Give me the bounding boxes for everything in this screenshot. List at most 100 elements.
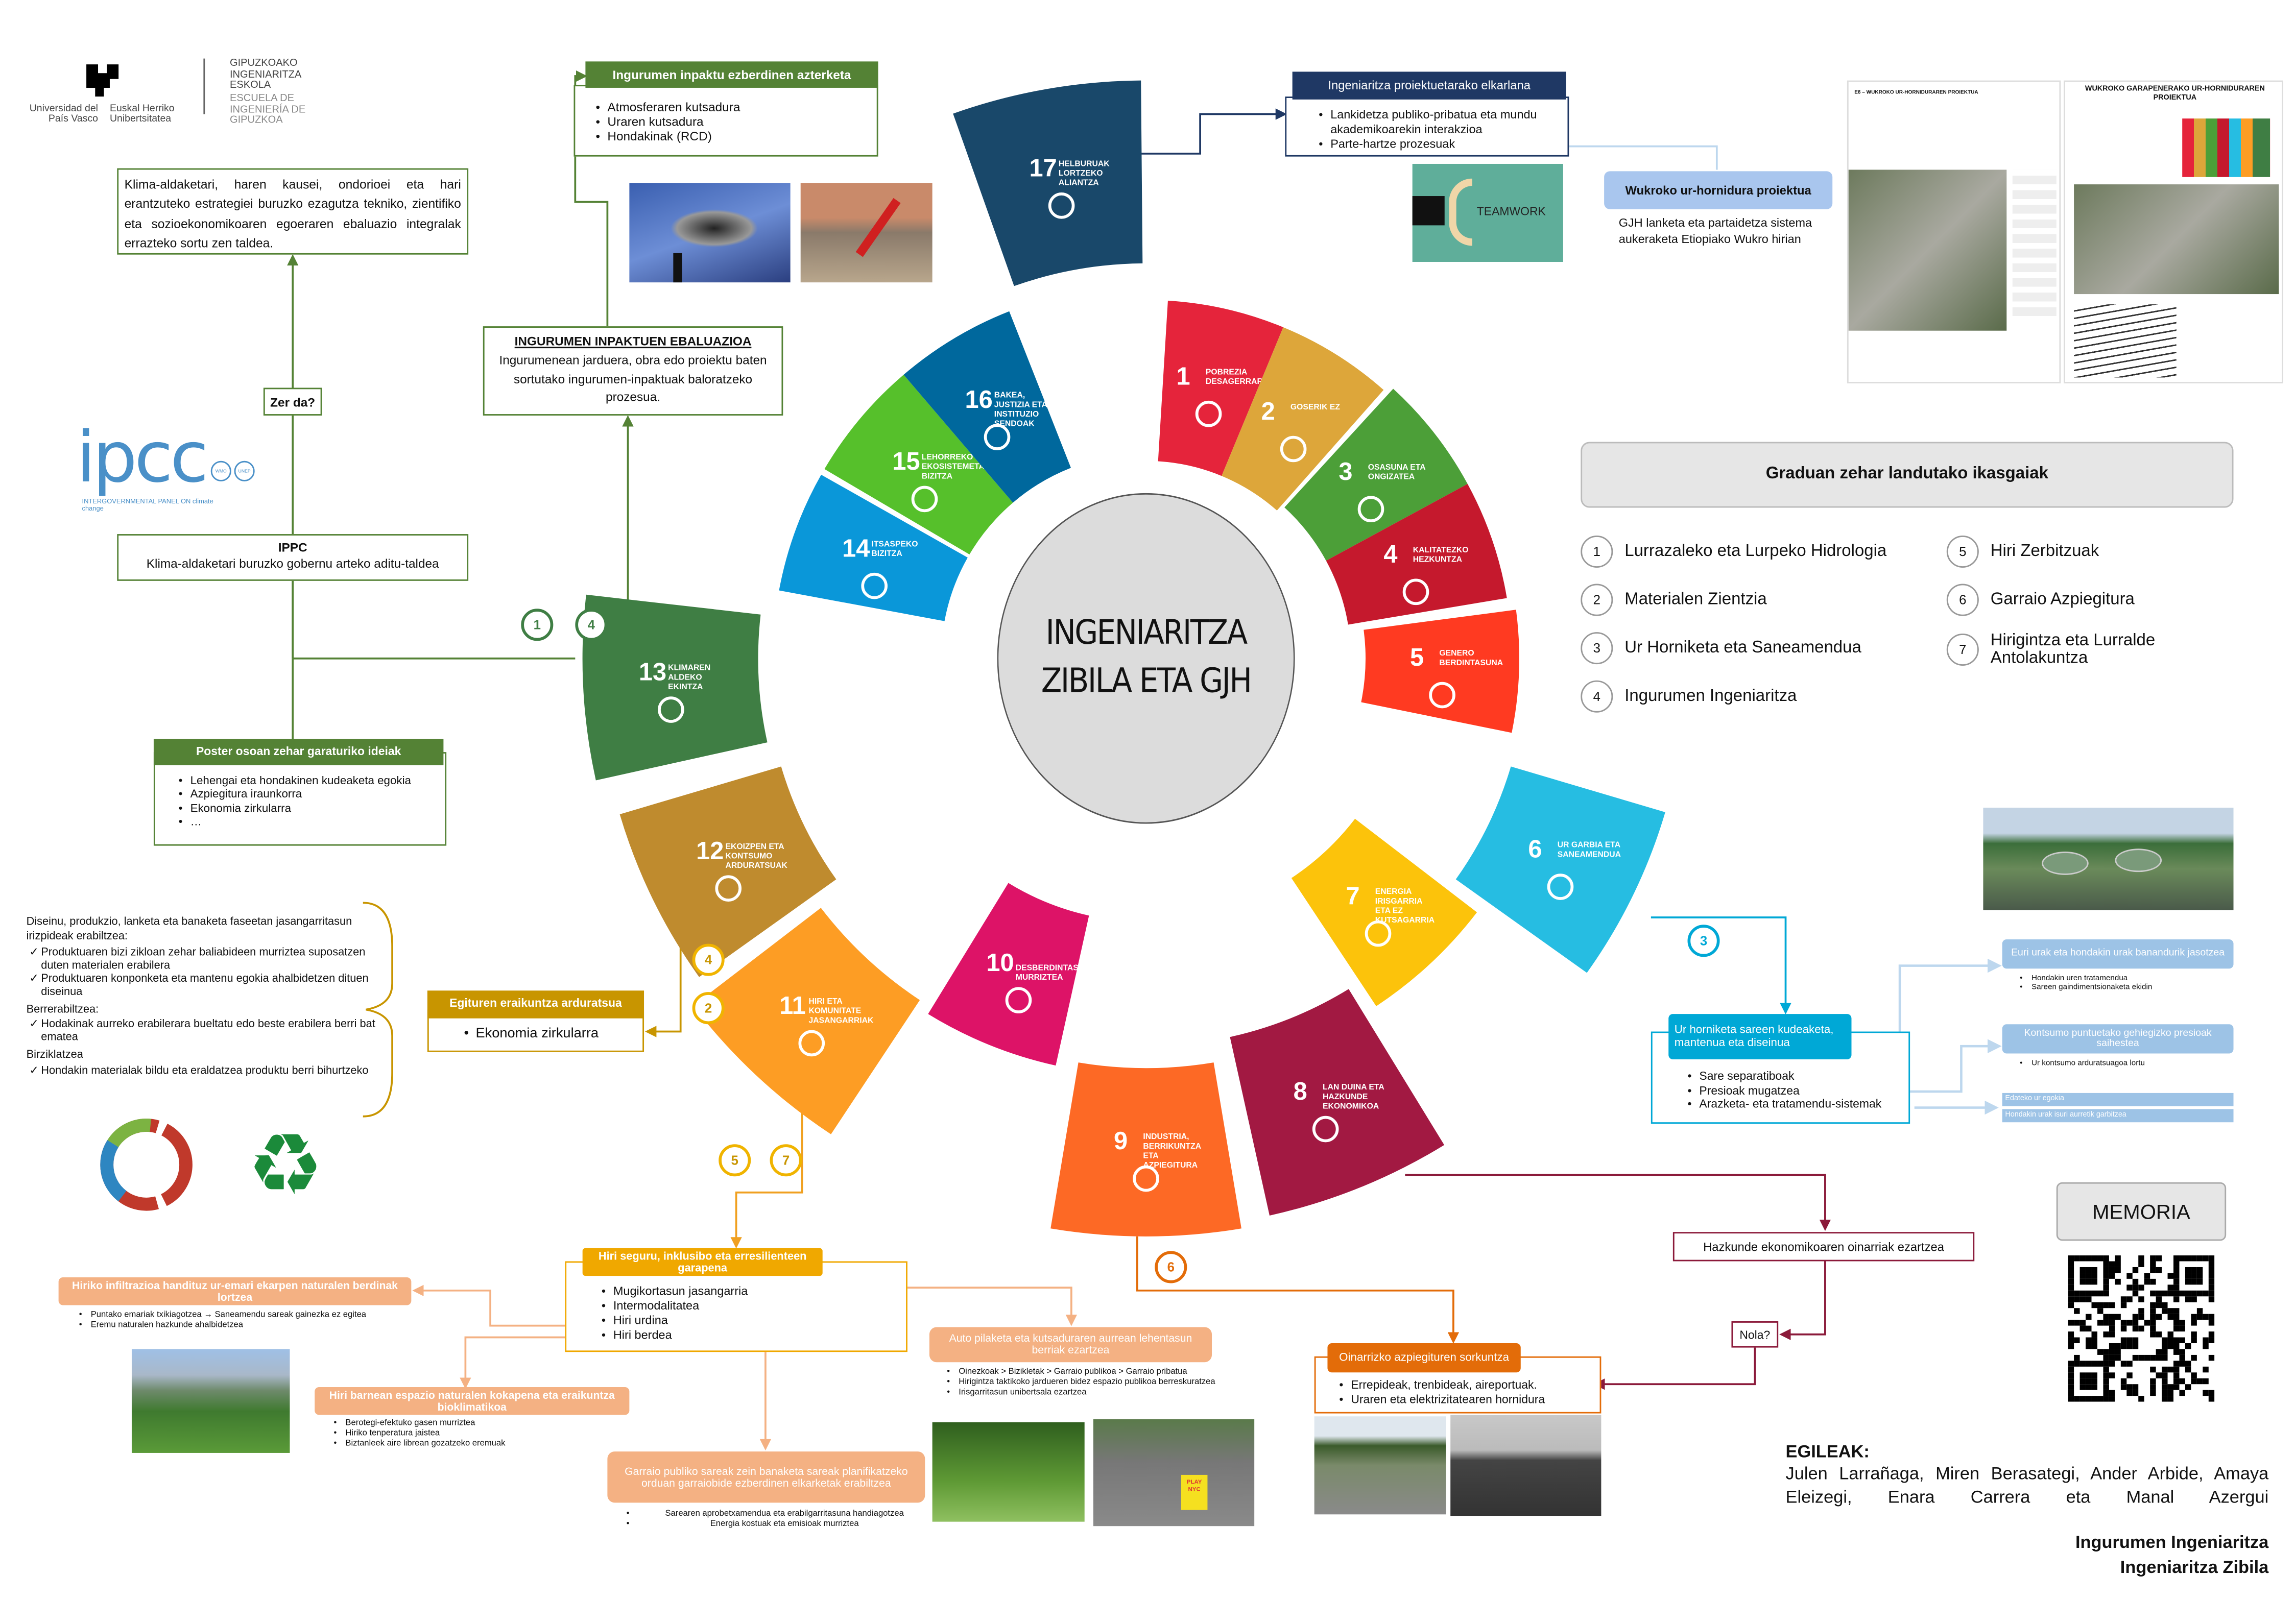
sdg-number: 14 (842, 535, 870, 562)
list-item: Lehengai eta hondakinen kudeaketa egokia (179, 774, 445, 788)
city-park-photo (131, 1349, 290, 1453)
subject-number: 6 (1946, 584, 1979, 616)
infiltration-list: Puntako emariak txikiagotzea → Saneamend… (76, 1311, 442, 1331)
subject-number: 7 (1946, 633, 1979, 666)
unep-logo: UNEP (234, 460, 255, 481)
school-name-eu: GIPUZKOAKO INGENIARITZA ESKOLA (229, 58, 301, 91)
authors-label: EGILEAK: (1785, 1441, 1870, 1462)
poster-ideas-title: Poster osoan zehar garaturiko ideiak (153, 739, 444, 765)
sdg-13-icon (658, 696, 684, 723)
center-title-line2: ZIBILA ETA GJH (1041, 663, 1252, 701)
poster-ideas-box: Lehengai eta hondakinen kudeaketa egokia… (153, 752, 447, 846)
sdg-16-shape (903, 311, 1071, 503)
sdg-15-icon (911, 486, 938, 513)
thumbnail-1-title: E6 – WUKROKO UR-HORNIDURAREN PROIEKTUA (1854, 89, 1978, 95)
sdg-1-shape (1158, 300, 1283, 476)
thumbnail-2-title: WUKROKO GARAPENERAKO UR-HORNIDURAREN PRO… (2085, 85, 2265, 102)
sdg-4-icon (1402, 578, 1429, 605)
sdg-14-shape (779, 474, 968, 621)
sdg-number: 12 (696, 837, 724, 865)
sdg-7-icon (1365, 920, 1392, 947)
collab-box: Lankidetza publiko-pribatua eta mundu ak… (1285, 96, 1569, 157)
recycling-icon: ♻ (247, 1118, 324, 1213)
list-item: … (179, 815, 445, 829)
list-item: Hiriko tenperatura jaistea (333, 1429, 667, 1440)
eia-desc: Ingurumenean jarduera, obra edo proiektu… (499, 352, 767, 404)
wukro-poster-thumbnail-1[interactable]: E6 – WUKROKO UR-HORNIDURAREN PROIEKTUA (1847, 80, 2061, 383)
what-is-it-label: Zer da? (263, 387, 322, 416)
subject-item: 6 Garraio Azpiegitura (1946, 584, 2210, 616)
sdg-11-icon (798, 1030, 825, 1057)
ipcc-logo-text: ipcc (76, 417, 209, 499)
memoria-button[interactable]: MEMORIA (2056, 1182, 2227, 1241)
list-item: Sarearen aprobetxamendua eta erabilgarri… (627, 1510, 931, 1520)
sdg-number: 17 (1030, 155, 1057, 182)
sdg-number: 9 (1114, 1127, 1128, 1155)
growth-box: Hazkunde ekonomikoaren oinarriak ezartze… (1672, 1232, 1975, 1262)
sdg-7-shape (1291, 818, 1477, 1006)
list-item: Hirigintza taktikoko jardueren bidez esp… (947, 1378, 1266, 1389)
infrastructure-title: Oinarrizko azpiegituren sorkuntza (1327, 1343, 1521, 1373)
sdg-number: 4 (1383, 541, 1397, 568)
subject-name: Garraio Azpiegitura (1990, 591, 2135, 609)
wukro-poster-thumbnail-2[interactable]: WUKROKO GARAPENERAKO UR-HORNIDURAREN PRO… (2064, 80, 2283, 383)
sdg-1-icon (1195, 400, 1222, 427)
sdg-9-shape (1050, 1062, 1241, 1237)
airport-photo (1450, 1415, 1601, 1516)
ipcc-logo: ipcc INTERGOVERNMENTAL PANEL ON climate … (76, 417, 259, 522)
how-box: Nola? (1731, 1321, 1779, 1348)
sdg-3-icon (1357, 496, 1384, 523)
list-item: Hondakin uren tratamendua (2020, 975, 2152, 984)
qr-code[interactable] (2068, 1255, 2215, 1402)
recycle-title: Birziklatzea (26, 1048, 83, 1062)
sdg-10-icon (1005, 987, 1032, 1013)
infiltration-title: Hiriko infiltrazioa handituz ur-emari ek… (58, 1277, 412, 1305)
subject-number: 3 (1581, 632, 1613, 665)
rainwater-title: Euri urak eta hondakin urak banandurik j… (2002, 939, 2234, 969)
pressure-list: Ur kontsumo arduratsuagoa lortu (2017, 1059, 2145, 1069)
sdg-11-shape (693, 908, 920, 1134)
list-item: Sare separatiboak (1687, 1070, 1908, 1083)
sdg-12-icon (715, 875, 742, 902)
sdg-8-shape (1230, 989, 1445, 1216)
list-item: Irisgarritasun unibertsala ezartzea (947, 1389, 1266, 1399)
sdg-name: GOSERIK EZ (1290, 403, 1341, 411)
wukro-desc: GJH lanketa eta partaidetza sistema auke… (1618, 216, 1812, 246)
list-item: Puntako emariak txikiagotzea → Saneamend… (79, 1311, 442, 1321)
list-item: Energia kostuak eta emisioak murriztea (627, 1520, 931, 1531)
cyclist-photo (932, 1422, 1085, 1522)
list-item: Azpiegitura iraunkorra (179, 788, 445, 802)
impacts-title: Ingurumen inpaktu ezberdinen azterketa (585, 61, 878, 88)
subject-ref-circle: 3 (1687, 925, 1720, 957)
center-title: INGENIARITZA ZIBILA ETA GJH (997, 493, 1295, 824)
sdg-3-shape (1284, 389, 1468, 561)
subject-number: 2 (1581, 584, 1613, 616)
drinking-water-label: Edateko ur egokia (2002, 1093, 2234, 1106)
sdg-number: 6 (1528, 836, 1542, 863)
list-item: Produktuaren bizi zikloan zehar baliabid… (29, 944, 377, 971)
